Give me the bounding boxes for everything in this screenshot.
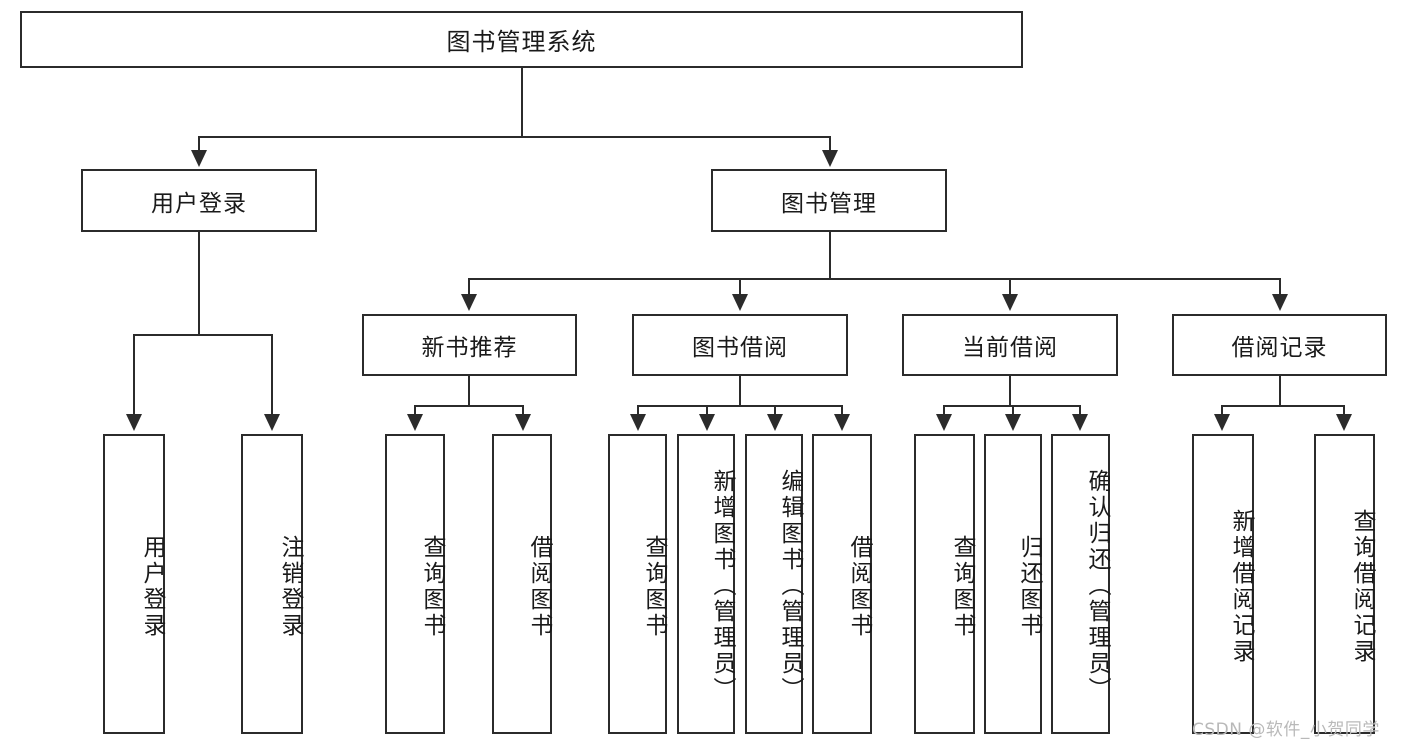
connector-drop-nb-query [414,405,416,416]
leaf-nb-borrow-book[interactable]: 借阅图书 [492,434,552,734]
arrow-icon-to-book-management [822,150,838,167]
connector-current-borrow-stem [1009,376,1011,407]
node-label: 归还图书 [1016,535,1042,639]
node-label: 当前借阅 [962,335,1058,361]
leaf-br-query-record[interactable]: 查询借阅记录 [1314,434,1375,734]
connector-new-book-stem [468,376,470,407]
arrow-icon-to-book-borrow [732,294,748,311]
leaf-nb-query-book[interactable]: 查询图书 [385,434,445,734]
arrow-icon-leaf-br-query-record [1336,414,1352,431]
node-label: 编辑图书（管理员） [777,469,803,703]
connector-borrow-record-stem [1279,376,1281,407]
node-label: 用户登录 [139,535,165,639]
connector-drop-bb-add [706,405,708,416]
node-label: 图书管理 [781,190,877,217]
node-label: 新增图书（管理员） [709,469,735,703]
node-root-book-management-system[interactable]: 图书管理系统 [20,11,1023,68]
arrow-icon-leaf-bb-edit-book [767,414,783,431]
node-label: 注销登录 [277,535,303,639]
leaf-cb-confirm-return[interactable]: 确认归还（管理员） [1051,434,1110,734]
node-label: 用户登录 [151,190,247,217]
connector-drop-bb-query [637,405,639,416]
arrow-icon-leaf-bb-borrow-book [834,414,850,431]
node-book-borrow[interactable]: 图书借阅 [632,314,848,376]
arrow-icon-leaf-cb-query-book [936,414,952,431]
arrow-icon-to-borrow-record [1272,294,1288,311]
arrow-icon-leaf-cb-confirm-return [1072,414,1088,431]
arrow-icon-leaf-logout [264,414,280,431]
connector-book-borrow-bus [637,405,843,407]
watermark-text: CSDN @软件_小贺同学 [1192,720,1380,740]
arrow-icon-leaf-bb-add-book [699,414,715,431]
arrow-icon-to-user-login [191,150,207,167]
connector-drop-user-login [198,136,200,152]
leaf-bb-edit-book[interactable]: 编辑图书（管理员） [745,434,803,734]
arrow-icon-leaf-bb-query-book [630,414,646,431]
node-label: 借阅图书 [526,535,552,639]
arrow-icon-leaf-cb-return-book [1005,414,1021,431]
connector-drop-cb-confirm [1079,405,1081,416]
connector-drop-leaf-user-login [133,334,135,416]
connector-book-management-stem [829,232,831,280]
node-label: 借阅记录 [1231,335,1328,361]
node-label: 确认归还（管理员） [1084,469,1110,703]
arrow-icon-leaf-br-add-record [1214,414,1230,431]
arrow-icon-to-current-borrow [1002,294,1018,311]
arrow-icon-to-new-book-recommend [461,294,477,311]
node-label: 查询图书 [641,535,667,639]
connector-new-book-bus [414,405,524,407]
leaf-br-add-record[interactable]: 新增借阅记录 [1192,434,1254,734]
leaf-bb-add-book[interactable]: 新增图书（管理员） [677,434,735,734]
arrow-icon-leaf-nb-borrow-book [515,414,531,431]
arrow-icon-leaf-user-login [126,414,142,431]
node-label: 新书推荐 [421,335,518,361]
connector-book-borrow-stem [739,376,741,407]
connector-drop-br-query [1343,405,1345,416]
connector-root-bus [198,136,831,138]
connector-drop-borrow-record [1279,278,1281,296]
connector-drop-br-add [1221,405,1223,416]
leaf-bb-borrow-book[interactable]: 借阅图书 [812,434,872,734]
connector-drop-nb-borrow [522,405,524,416]
leaf-logout[interactable]: 注销登录 [241,434,303,734]
arrow-icon-leaf-nb-query-book [407,414,423,431]
connector-drop-cb-return [1012,405,1014,416]
node-label: 图书管理系统 [446,28,597,56]
connector-drop-book-management [829,136,831,152]
connector-user-login-bus [133,334,273,336]
node-user-login[interactable]: 用户登录 [81,169,317,232]
node-book-management[interactable]: 图书管理 [711,169,947,232]
connector-drop-current-borrow [1009,278,1011,296]
node-label: 借阅图书 [846,535,872,639]
node-label: 查询图书 [419,535,445,639]
connector-user-login-stem [198,232,200,336]
leaf-cb-return-book[interactable]: 归还图书 [984,434,1042,734]
node-label: 查询图书 [949,535,975,639]
connector-drop-book-borrow [739,278,741,296]
leaf-bb-query-book[interactable]: 查询图书 [608,434,667,734]
connector-drop-bb-borrow [841,405,843,416]
connector-drop-cb-query [943,405,945,416]
node-current-borrow[interactable]: 当前借阅 [902,314,1118,376]
connector-root-stem [521,68,523,138]
connector-level3-bus [468,278,1280,280]
connector-drop-bb-edit [774,405,776,416]
node-label: 图书借阅 [692,335,788,361]
connector-borrow-record-bus [1221,405,1345,407]
leaf-user-login[interactable]: 用户登录 [103,434,165,734]
leaf-cb-query-book[interactable]: 查询图书 [914,434,975,734]
node-label: 查询借阅记录 [1349,509,1375,665]
connector-drop-leaf-logout [271,334,273,416]
node-new-book-recommend[interactable]: 新书推荐 [362,314,577,376]
connector-drop-new-book [468,278,470,296]
node-borrow-record[interactable]: 借阅记录 [1172,314,1387,376]
node-label: 新增借阅记录 [1228,509,1254,665]
